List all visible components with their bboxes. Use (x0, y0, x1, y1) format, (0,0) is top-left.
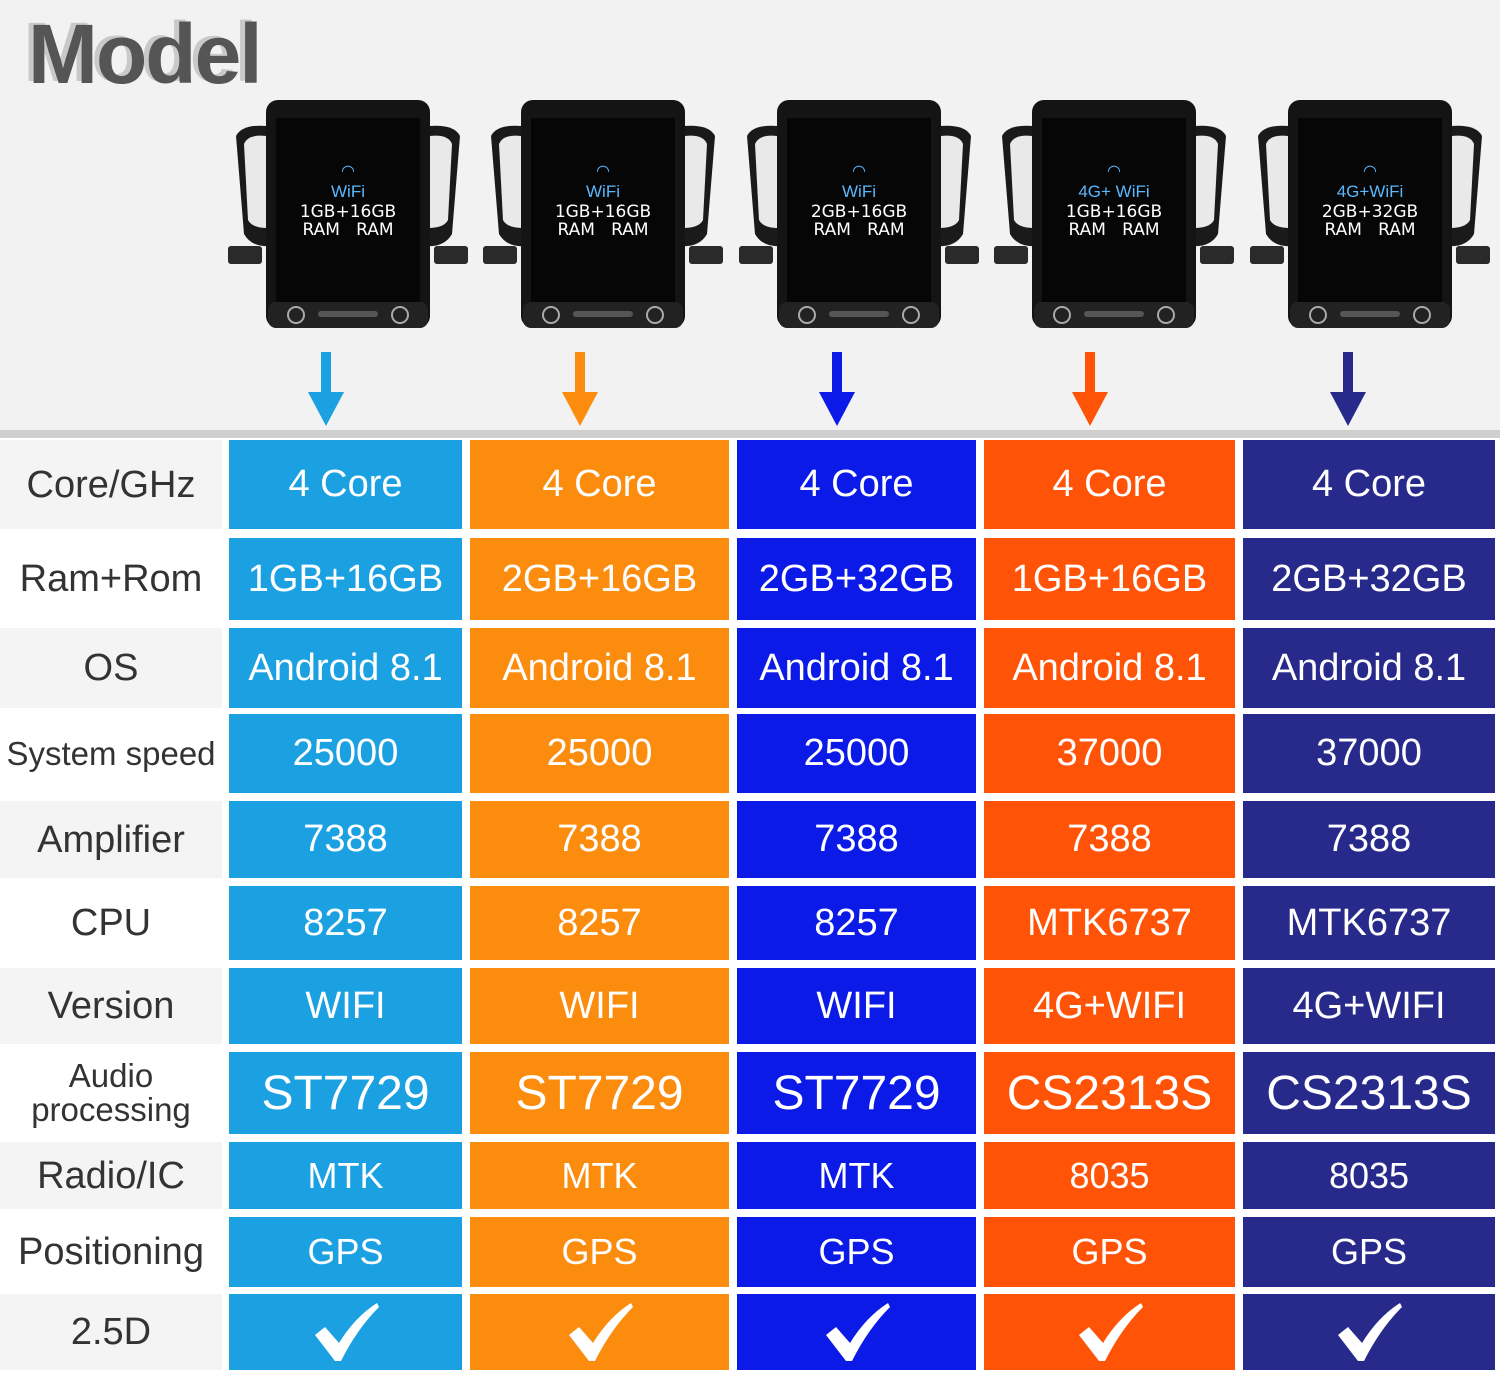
spec-cell: Android 8.1 (1243, 628, 1495, 708)
spec-cell: WIFI (737, 968, 976, 1044)
spec-cell: GPS (1243, 1217, 1495, 1287)
row-label: Audio processing (31, 1057, 191, 1128)
model-memory-label: 1GB+16GB (299, 202, 397, 222)
spec-cell: 4G+WIFI (1243, 968, 1495, 1044)
spec-cell: 8035 (1243, 1142, 1495, 1209)
model-badge: WiFi (331, 182, 365, 201)
spec-cell: 2GB+32GB (1243, 538, 1495, 620)
spec-cell: 2GB+32GB (737, 538, 976, 620)
page-title: Model (28, 7, 263, 101)
row-label: Ram+Rom (19, 558, 203, 600)
model-ram-label: RAM RAM (813, 220, 905, 240)
spec-cell: Android 8.1 (984, 628, 1235, 708)
down-arrow-icon (1330, 352, 1366, 426)
row-label: Version (0, 968, 222, 1044)
check-icon (470, 1294, 729, 1370)
spec-cell: 37000 (984, 714, 1235, 793)
spec-cell: 8257 (470, 886, 729, 960)
spec-cell: 4 Core (470, 440, 729, 529)
spec-cell: 25000 (229, 714, 462, 793)
spec-cell: 4 Core (1243, 440, 1495, 529)
spec-cell: ST7729 (229, 1052, 462, 1134)
spec-cell: WIFI (470, 968, 729, 1044)
model-badge: WiFi (586, 182, 620, 201)
model-ram-label: RAM RAM (1068, 220, 1160, 240)
spec-cell: MTK6737 (1243, 886, 1495, 960)
row-label: CPU (70, 902, 152, 944)
spec-cell: 1GB+16GB (984, 538, 1235, 620)
spec-cell: 7388 (737, 801, 976, 878)
check-icon (737, 1294, 976, 1370)
row-label: System speed (6, 734, 216, 772)
spec-cell: 7388 (984, 801, 1235, 878)
wifi-icon: ◠ (1107, 161, 1121, 180)
wifi-icon: ◠ (596, 161, 610, 180)
model-ram-label: RAM RAM (1324, 220, 1416, 240)
model-memory-label: 1GB+16GB (554, 202, 652, 222)
spec-cell: 1GB+16GB (229, 538, 462, 620)
spec-cell: 4 Core (737, 440, 976, 529)
model-ram-label: RAM RAM (557, 220, 649, 240)
spec-cell: MTK (737, 1142, 976, 1209)
spec-cell: MTK (229, 1142, 462, 1209)
spec-cell: 8035 (984, 1142, 1235, 1209)
model-badge: WiFi (842, 182, 876, 201)
spec-cell: CS2313S (984, 1052, 1235, 1134)
model-memory-label: 2GB+16GB (810, 202, 908, 222)
spec-cell: 25000 (737, 714, 976, 793)
spec-cell: 7388 (229, 801, 462, 878)
row-label: Amplifier (0, 801, 222, 878)
model-memory-label: 1GB+16GB (1065, 202, 1163, 222)
spec-cell: 4 Core (229, 440, 462, 529)
spec-cell: GPS (229, 1217, 462, 1287)
row-label: Radio/IC (0, 1142, 222, 1209)
wifi-icon: ◠ (852, 161, 866, 180)
spec-cell: 7388 (1243, 801, 1495, 878)
spec-cell: CS2313S (1243, 1052, 1495, 1134)
row-label: 2.5D (0, 1294, 222, 1370)
check-icon (984, 1294, 1235, 1370)
spec-cell: GPS (984, 1217, 1235, 1287)
down-arrow-icon (1072, 352, 1108, 426)
spec-cell: ST7729 (470, 1052, 729, 1134)
spec-cell: MTK (470, 1142, 729, 1209)
wifi-icon: ◠ (341, 161, 355, 180)
down-arrow-icon (819, 352, 855, 426)
spec-cell: MTK6737 (984, 886, 1235, 960)
model-memory-label: 2GB+32GB (1321, 202, 1419, 222)
down-arrow-icon (562, 352, 598, 426)
check-icon (229, 1294, 462, 1370)
spec-cell: 4 Core (984, 440, 1235, 529)
header-divider (0, 430, 1500, 438)
spec-cell: Android 8.1 (470, 628, 729, 708)
wifi-icon: ◠ (1363, 161, 1377, 180)
spec-cell: 25000 (470, 714, 729, 793)
spec-cell: ST7729 (737, 1052, 976, 1134)
spec-cell: GPS (737, 1217, 976, 1287)
spec-cell: WIFI (229, 968, 462, 1044)
spec-cell: 8257 (737, 886, 976, 960)
row-label: Core/GHz (0, 440, 222, 529)
spec-cell: 2GB+16GB (470, 538, 729, 620)
down-arrow-icon (308, 352, 344, 426)
check-icon (1243, 1294, 1495, 1370)
spec-cell: 37000 (1243, 714, 1495, 793)
row-label: Positioning (18, 1231, 204, 1273)
row-label: OS (0, 628, 222, 708)
spec-cell: 8257 (229, 886, 462, 960)
spec-cell: 4G+WIFI (984, 968, 1235, 1044)
model-ram-label: RAM RAM (302, 220, 394, 240)
spec-cell: 7388 (470, 801, 729, 878)
spec-cell: Android 8.1 (737, 628, 976, 708)
spec-cell: GPS (470, 1217, 729, 1287)
spec-cell: Android 8.1 (229, 628, 462, 708)
model-badge: 4G+WiFi (1336, 182, 1404, 201)
model-badge: 4G+ WiFi (1078, 182, 1150, 201)
